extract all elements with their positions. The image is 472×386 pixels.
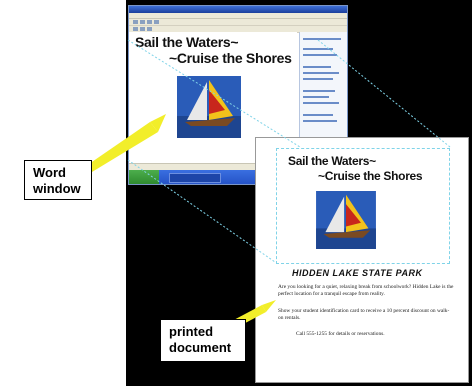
printed-headline-line1: Sail the Waters~ [288, 154, 376, 168]
standard-toolbar[interactable] [129, 19, 347, 26]
printed-page: Sail the Waters~ ~Cruise the Shores HIDD… [255, 137, 469, 383]
printed-document-callout-line1: printed [169, 324, 214, 339]
printed-document-callout: printed document [160, 319, 246, 362]
word-window-callout: Word window [24, 160, 92, 200]
taskbar-item-word[interactable] [169, 173, 221, 183]
word-window-callout-line2: window [33, 181, 81, 196]
printed-headline-line2: ~Cruise the Shores [318, 169, 423, 183]
bold-icon[interactable] [133, 27, 138, 31]
save-icon[interactable] [147, 20, 152, 24]
title-bar[interactable] [129, 6, 347, 13]
body-paragraph-1: Are you looking for a quiet, relaxing br… [278, 284, 454, 297]
printed-sailboat-image [316, 191, 376, 249]
printed-document-callout-line2: document [169, 340, 232, 355]
word-headline-line2: ~Cruise the Shores [169, 50, 292, 66]
start-button[interactable] [129, 170, 159, 184]
body-paragraph-3: Call 555-1255 for details or reservation… [296, 331, 385, 337]
body-paragraph-2: Show your student identification card to… [278, 308, 450, 321]
dashed-selection-box [276, 148, 450, 264]
menu-bar[interactable] [129, 13, 347, 19]
open-icon[interactable] [140, 20, 145, 24]
new-icon[interactable] [133, 20, 138, 24]
word-headline-line1: Sail the Waters~ [135, 34, 239, 50]
sailboat-image[interactable] [177, 76, 241, 138]
underline-icon[interactable] [147, 27, 152, 31]
italic-icon[interactable] [140, 27, 145, 31]
print-icon[interactable] [154, 20, 159, 24]
word-window-callout-line1: Word [33, 165, 66, 180]
park-name-heading: HIDDEN LAKE STATE PARK [292, 268, 423, 278]
